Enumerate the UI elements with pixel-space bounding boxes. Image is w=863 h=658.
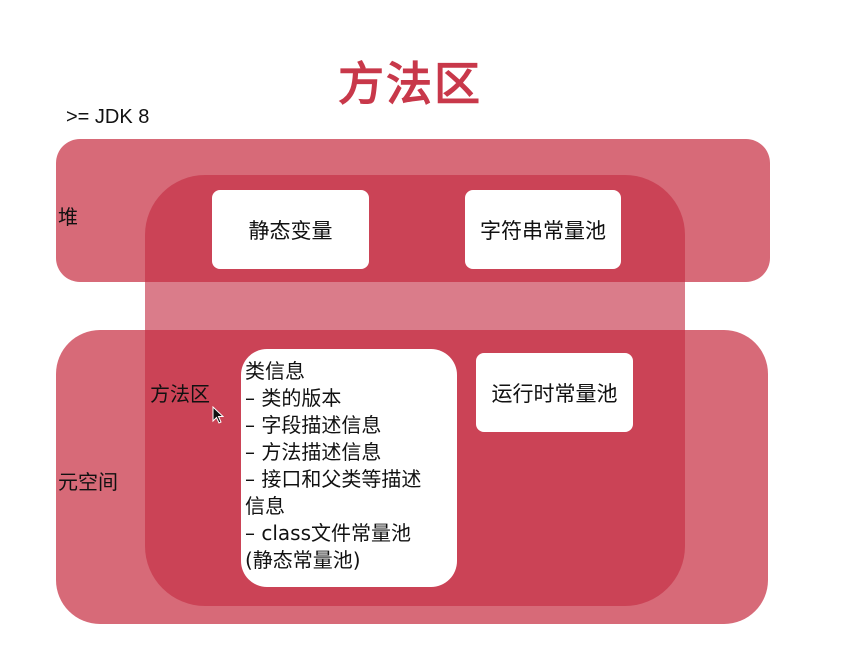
class-info-line: – 字段描述信息 bbox=[245, 413, 382, 437]
class-info-line: 信息 bbox=[245, 494, 285, 518]
class-info-line: 类信息 bbox=[245, 359, 305, 383]
class-info-line: – 类的版本 bbox=[245, 386, 342, 410]
jdk-version-label: >= JDK 8 bbox=[66, 106, 150, 128]
runtime-constant-pool-label: 运行时常量池 bbox=[491, 381, 618, 406]
class-info-box: 类信息 – 类的版本 – 字段描述信息 – 方法描述信息 – 接口和父类等描述 … bbox=[241, 349, 457, 587]
class-info-line: – class文件常量池 bbox=[245, 521, 412, 545]
string-constant-pool-label: 字符串常量池 bbox=[480, 218, 606, 243]
static-variables-label: 静态变量 bbox=[248, 218, 333, 243]
mouse-pointer-icon bbox=[212, 406, 224, 424]
class-info-line: – 接口和父类等描述 bbox=[245, 467, 422, 491]
static-variables-box: 静态变量 bbox=[212, 190, 369, 269]
method-area-label: 方法区 bbox=[150, 382, 210, 406]
heap-label: 堆 bbox=[58, 205, 78, 229]
page-title: 方法区 bbox=[338, 57, 482, 111]
string-constant-pool-box: 字符串常量池 bbox=[465, 190, 621, 269]
runtime-constant-pool-box: 运行时常量池 bbox=[476, 353, 633, 432]
class-info-line: (静态常量池) bbox=[245, 548, 361, 572]
class-info-line: – 方法描述信息 bbox=[245, 440, 382, 464]
metaspace-label: 元空间 bbox=[58, 470, 118, 494]
